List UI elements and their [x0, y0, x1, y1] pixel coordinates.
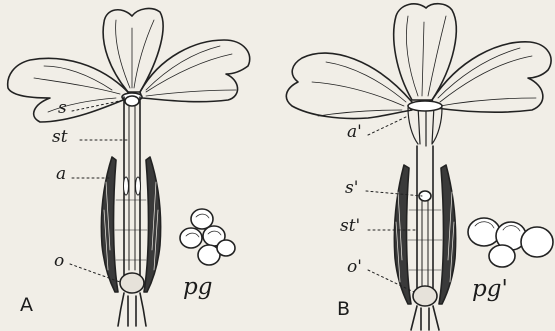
anther-a-1	[124, 177, 129, 195]
anthers-b	[408, 106, 442, 146]
pollen-grains-b	[468, 218, 553, 267]
label-ovary-b: o'	[347, 259, 362, 276]
calyx-a-right	[144, 157, 161, 292]
corolla-tube-b	[417, 146, 433, 296]
style-a	[129, 106, 135, 270]
pedicel-a	[118, 293, 146, 326]
pollen-grains-a	[180, 209, 235, 265]
ovary-a	[120, 273, 144, 293]
label-ovary-a: o	[54, 253, 64, 270]
label-style-a: st	[52, 129, 68, 146]
label-pollen-a: pg	[183, 276, 212, 299]
label-style-b: st'	[340, 218, 360, 235]
calyx-a-left	[101, 157, 118, 292]
flower-b	[286, 4, 551, 330]
style-b	[422, 200, 428, 286]
petal-b-right	[432, 42, 551, 112]
flower-a	[8, 9, 250, 326]
petal-a-right	[140, 40, 250, 102]
label-pollen-b: pg'	[472, 278, 508, 301]
label-stigma-b: s'	[345, 180, 358, 197]
panel-letter-a: A	[20, 296, 33, 315]
stigma-a	[125, 96, 139, 106]
petal-a-left	[8, 58, 128, 122]
anther-a-2	[136, 177, 141, 195]
label-stigma-a: s	[58, 100, 67, 117]
label-anther-b: a'	[347, 124, 362, 141]
ovary-b	[413, 286, 437, 306]
leader-lines	[70, 100, 422, 292]
petal-b-back	[394, 4, 457, 100]
panel-letter-b: B	[337, 300, 350, 319]
label-anther-a: a	[56, 166, 66, 183]
petal-b-left	[286, 53, 412, 118]
pedicel-b	[411, 306, 439, 330]
